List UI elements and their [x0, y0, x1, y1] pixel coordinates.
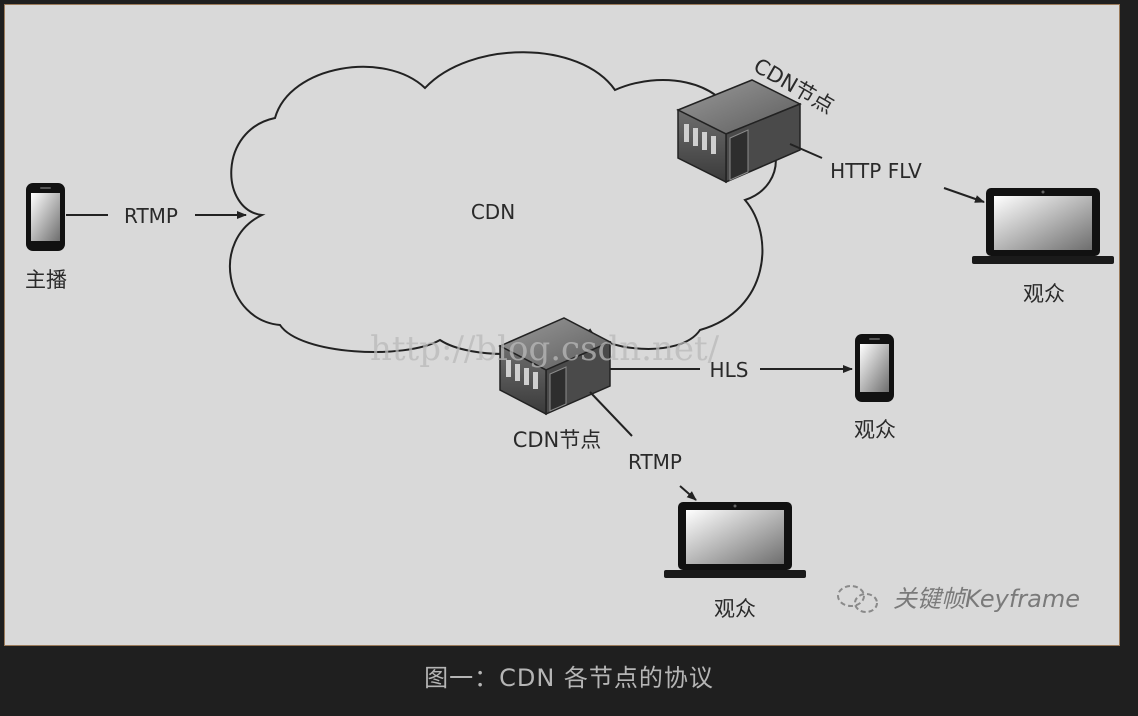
http-flv-line	[789, 143, 823, 159]
http-flv-arrow	[943, 187, 985, 203]
hls-label: HLS	[710, 358, 749, 382]
cloud-label: CDN	[471, 200, 515, 224]
watermark-url: http://blog.csdn.net/	[370, 329, 720, 369]
brand-name: 关键帧Keyframe	[893, 585, 1080, 613]
node-bottom-label: CDN节点	[513, 428, 602, 452]
figure-caption: 图一：CDN 各节点的协议	[424, 664, 714, 692]
http-flv-label: HTTP FLV	[830, 159, 922, 183]
viewer-label-phone: 观众	[854, 418, 896, 442]
viewer-label-top: 观众	[1023, 282, 1065, 306]
ingest-protocol-label: RTMP	[124, 204, 178, 228]
broadcaster-label: 主播	[25, 268, 67, 292]
broadcaster-phone-icon	[26, 183, 65, 251]
cdn-protocol-diagram: CDN 主播 RTMP CDN节点 HTTP FLV 观众	[25, 51, 1114, 621]
rtmp-out-label: RTMP	[628, 450, 682, 474]
viewer-laptop-top-icon	[972, 188, 1114, 264]
wechat-icon	[837, 585, 878, 613]
viewer-label-bottom: 观众	[714, 597, 756, 621]
rtmp-out-line	[589, 391, 633, 437]
rtmp-out-arrow	[679, 485, 697, 501]
viewer-phone-icon	[855, 334, 894, 402]
viewer-laptop-bottom-icon	[664, 502, 806, 578]
cdn-node-top-server-icon	[676, 79, 802, 184]
cdn-cloud	[228, 51, 777, 355]
cdn-node-bottom-server-icon	[498, 317, 612, 416]
